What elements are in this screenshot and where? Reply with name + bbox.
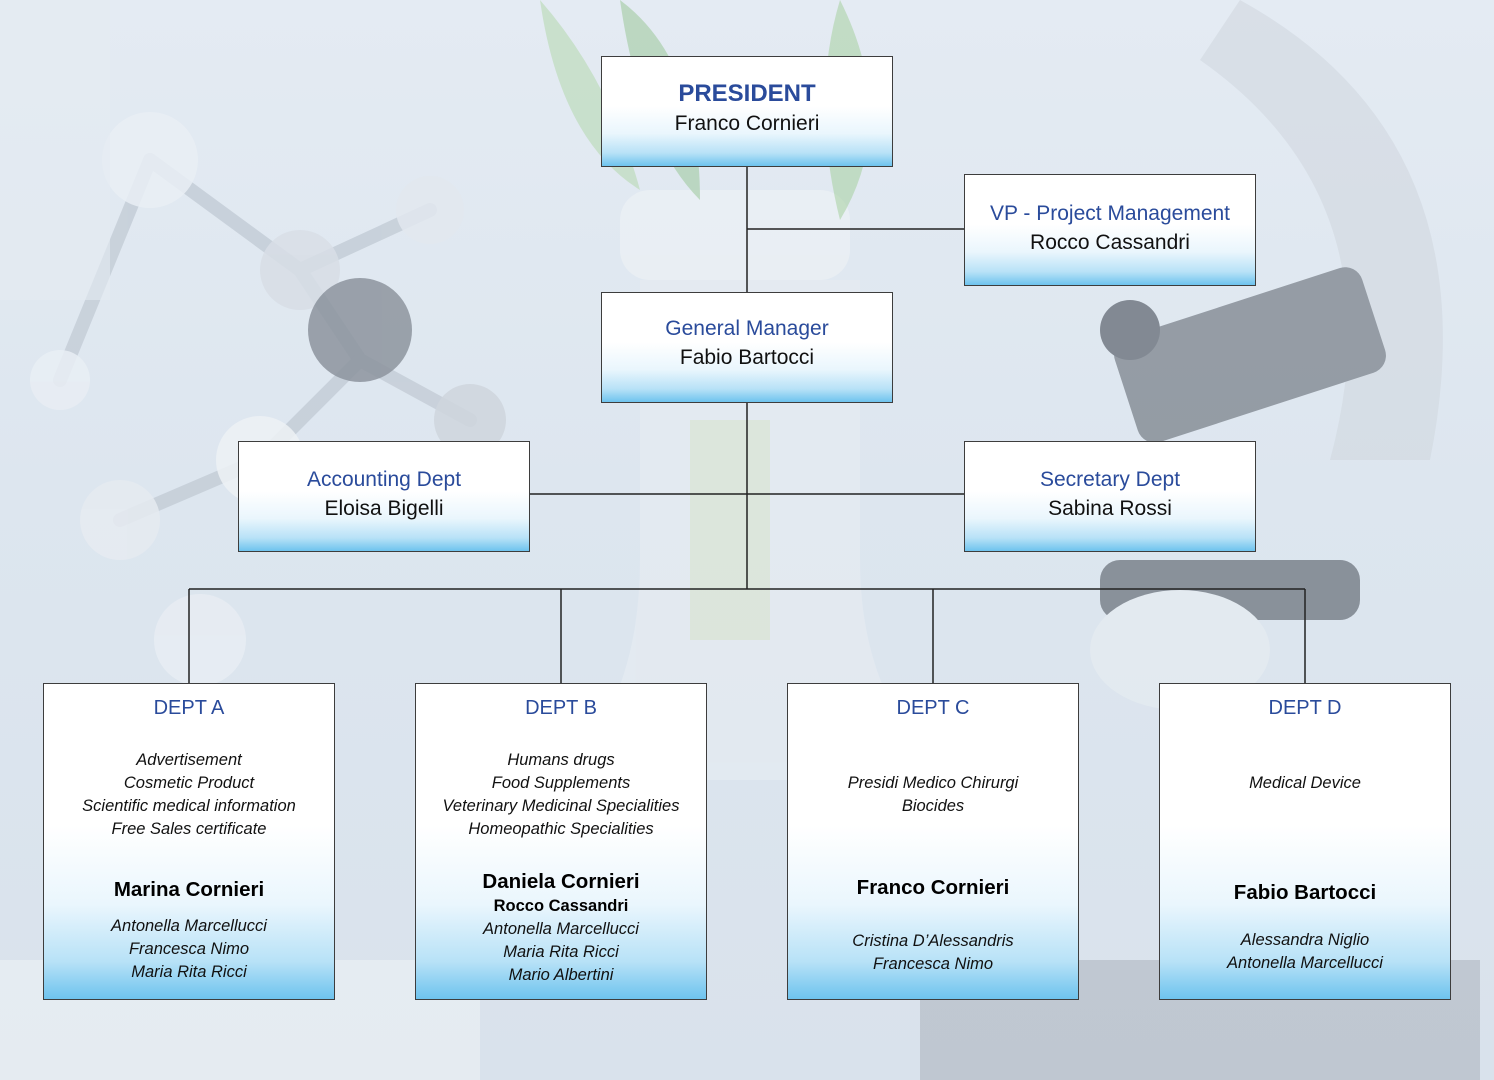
dept-b-head: Daniela Cornieri bbox=[482, 870, 640, 893]
accounting-dept-box: Accounting Dept Eloisa Bigelli bbox=[238, 441, 530, 552]
dept-c-staff: Cristina D’Alessandris Francesca Nimo bbox=[788, 930, 1078, 976]
dept-b-staff-member: Maria Rita Ricci bbox=[503, 943, 619, 961]
dept-a-staff-member: Francesca Nimo bbox=[128, 940, 250, 958]
accounting-dept-name: Eloisa Bigelli bbox=[324, 497, 444, 520]
dept-d-areas: Medical Device bbox=[1160, 772, 1450, 795]
dept-d-staff-member: Alessandra Niglio bbox=[1240, 931, 1370, 949]
dept-a-area: Cosmetic Product bbox=[123, 774, 255, 792]
accounting-dept-title: Accounting Dept bbox=[306, 468, 462, 491]
dept-b-staff: Antonella Marcellucci Maria Rita Ricci M… bbox=[416, 918, 706, 987]
dept-c-staff-member: Cristina D’Alessandris bbox=[852, 932, 1014, 950]
dept-c-areas: Presidi Medico Chirurgi Biocides bbox=[788, 772, 1078, 818]
vp-box: VP - Project Management Rocco Cassandri bbox=[964, 174, 1256, 286]
dept-c-title: DEPT C bbox=[896, 697, 970, 719]
president-name: Franco Cornieri bbox=[674, 112, 820, 135]
president-title: PRESIDENT bbox=[678, 80, 816, 107]
dept-b-staff-member: Mario Albertini bbox=[508, 966, 614, 984]
dept-a-area: Advertisement bbox=[136, 751, 242, 769]
dept-b-area: Humans drugs bbox=[507, 751, 615, 769]
general-manager-box: General Manager Fabio Bartocci bbox=[601, 292, 893, 403]
dept-d-staff: Alessandra Niglio Antonella Marcellucci bbox=[1160, 929, 1450, 975]
dept-a-staff-member: Antonella Marcellucci bbox=[111, 917, 267, 935]
dept-a-area: Free Sales certificate bbox=[111, 820, 267, 838]
dept-b-title: DEPT B bbox=[525, 697, 597, 719]
dept-c-box: DEPT C Presidi Medico Chirurgi Biocides … bbox=[787, 683, 1079, 1000]
vp-name: Rocco Cassandri bbox=[1030, 231, 1190, 254]
dept-d-box: DEPT D Medical Device Fabio Bartocci Ale… bbox=[1159, 683, 1451, 1000]
president-box: PRESIDENT Franco Cornieri bbox=[601, 56, 893, 167]
dept-b-sub-head: Rocco Cassandri bbox=[493, 897, 629, 915]
dept-a-areas: Advertisement Cosmetic Product Scientifi… bbox=[44, 749, 334, 841]
dept-c-area: Biocides bbox=[901, 797, 965, 815]
dept-a-box: DEPT A Advertisement Cosmetic Product Sc… bbox=[43, 683, 335, 1000]
secretary-dept-name: Sabina Rossi bbox=[1048, 497, 1172, 520]
general-manager-name: Fabio Bartocci bbox=[679, 346, 815, 369]
dept-d-staff-member: Antonella Marcellucci bbox=[1227, 954, 1383, 972]
general-manager-title: General Manager bbox=[665, 317, 829, 340]
dept-b-area: Veterinary Medicinal Specialities bbox=[442, 797, 680, 815]
dept-d-area: Medical Device bbox=[1249, 774, 1361, 792]
dept-b-area: Homeopathic Specialities bbox=[468, 820, 654, 838]
dept-c-staff-member: Francesca Nimo bbox=[872, 955, 994, 973]
dept-a-head: Marina Cornieri bbox=[113, 878, 265, 901]
dept-a-title: DEPT A bbox=[153, 697, 225, 719]
dept-c-area: Presidi Medico Chirurgi bbox=[847, 774, 1019, 792]
dept-d-head: Fabio Bartocci bbox=[1233, 881, 1377, 904]
secretary-dept-box: Secretary Dept Sabina Rossi bbox=[964, 441, 1256, 552]
dept-a-staff: Antonella Marcellucci Francesca Nimo Mar… bbox=[44, 915, 334, 984]
vp-title: VP - Project Management bbox=[989, 202, 1231, 225]
dept-a-area: Scientific medical information bbox=[82, 797, 296, 815]
dept-b-areas: Humans drugs Food Supplements Veterinary… bbox=[416, 749, 706, 841]
dept-a-staff-member: Maria Rita Ricci bbox=[131, 963, 247, 981]
dept-d-title: DEPT D bbox=[1268, 697, 1342, 719]
dept-b-area: Food Supplements bbox=[491, 774, 631, 792]
secretary-dept-title: Secretary Dept bbox=[1039, 468, 1181, 491]
dept-b-box: DEPT B Humans drugs Food Supplements Vet… bbox=[415, 683, 707, 1000]
dept-c-head: Franco Cornieri bbox=[856, 876, 1010, 899]
dept-b-staff-member: Antonella Marcellucci bbox=[483, 920, 639, 938]
